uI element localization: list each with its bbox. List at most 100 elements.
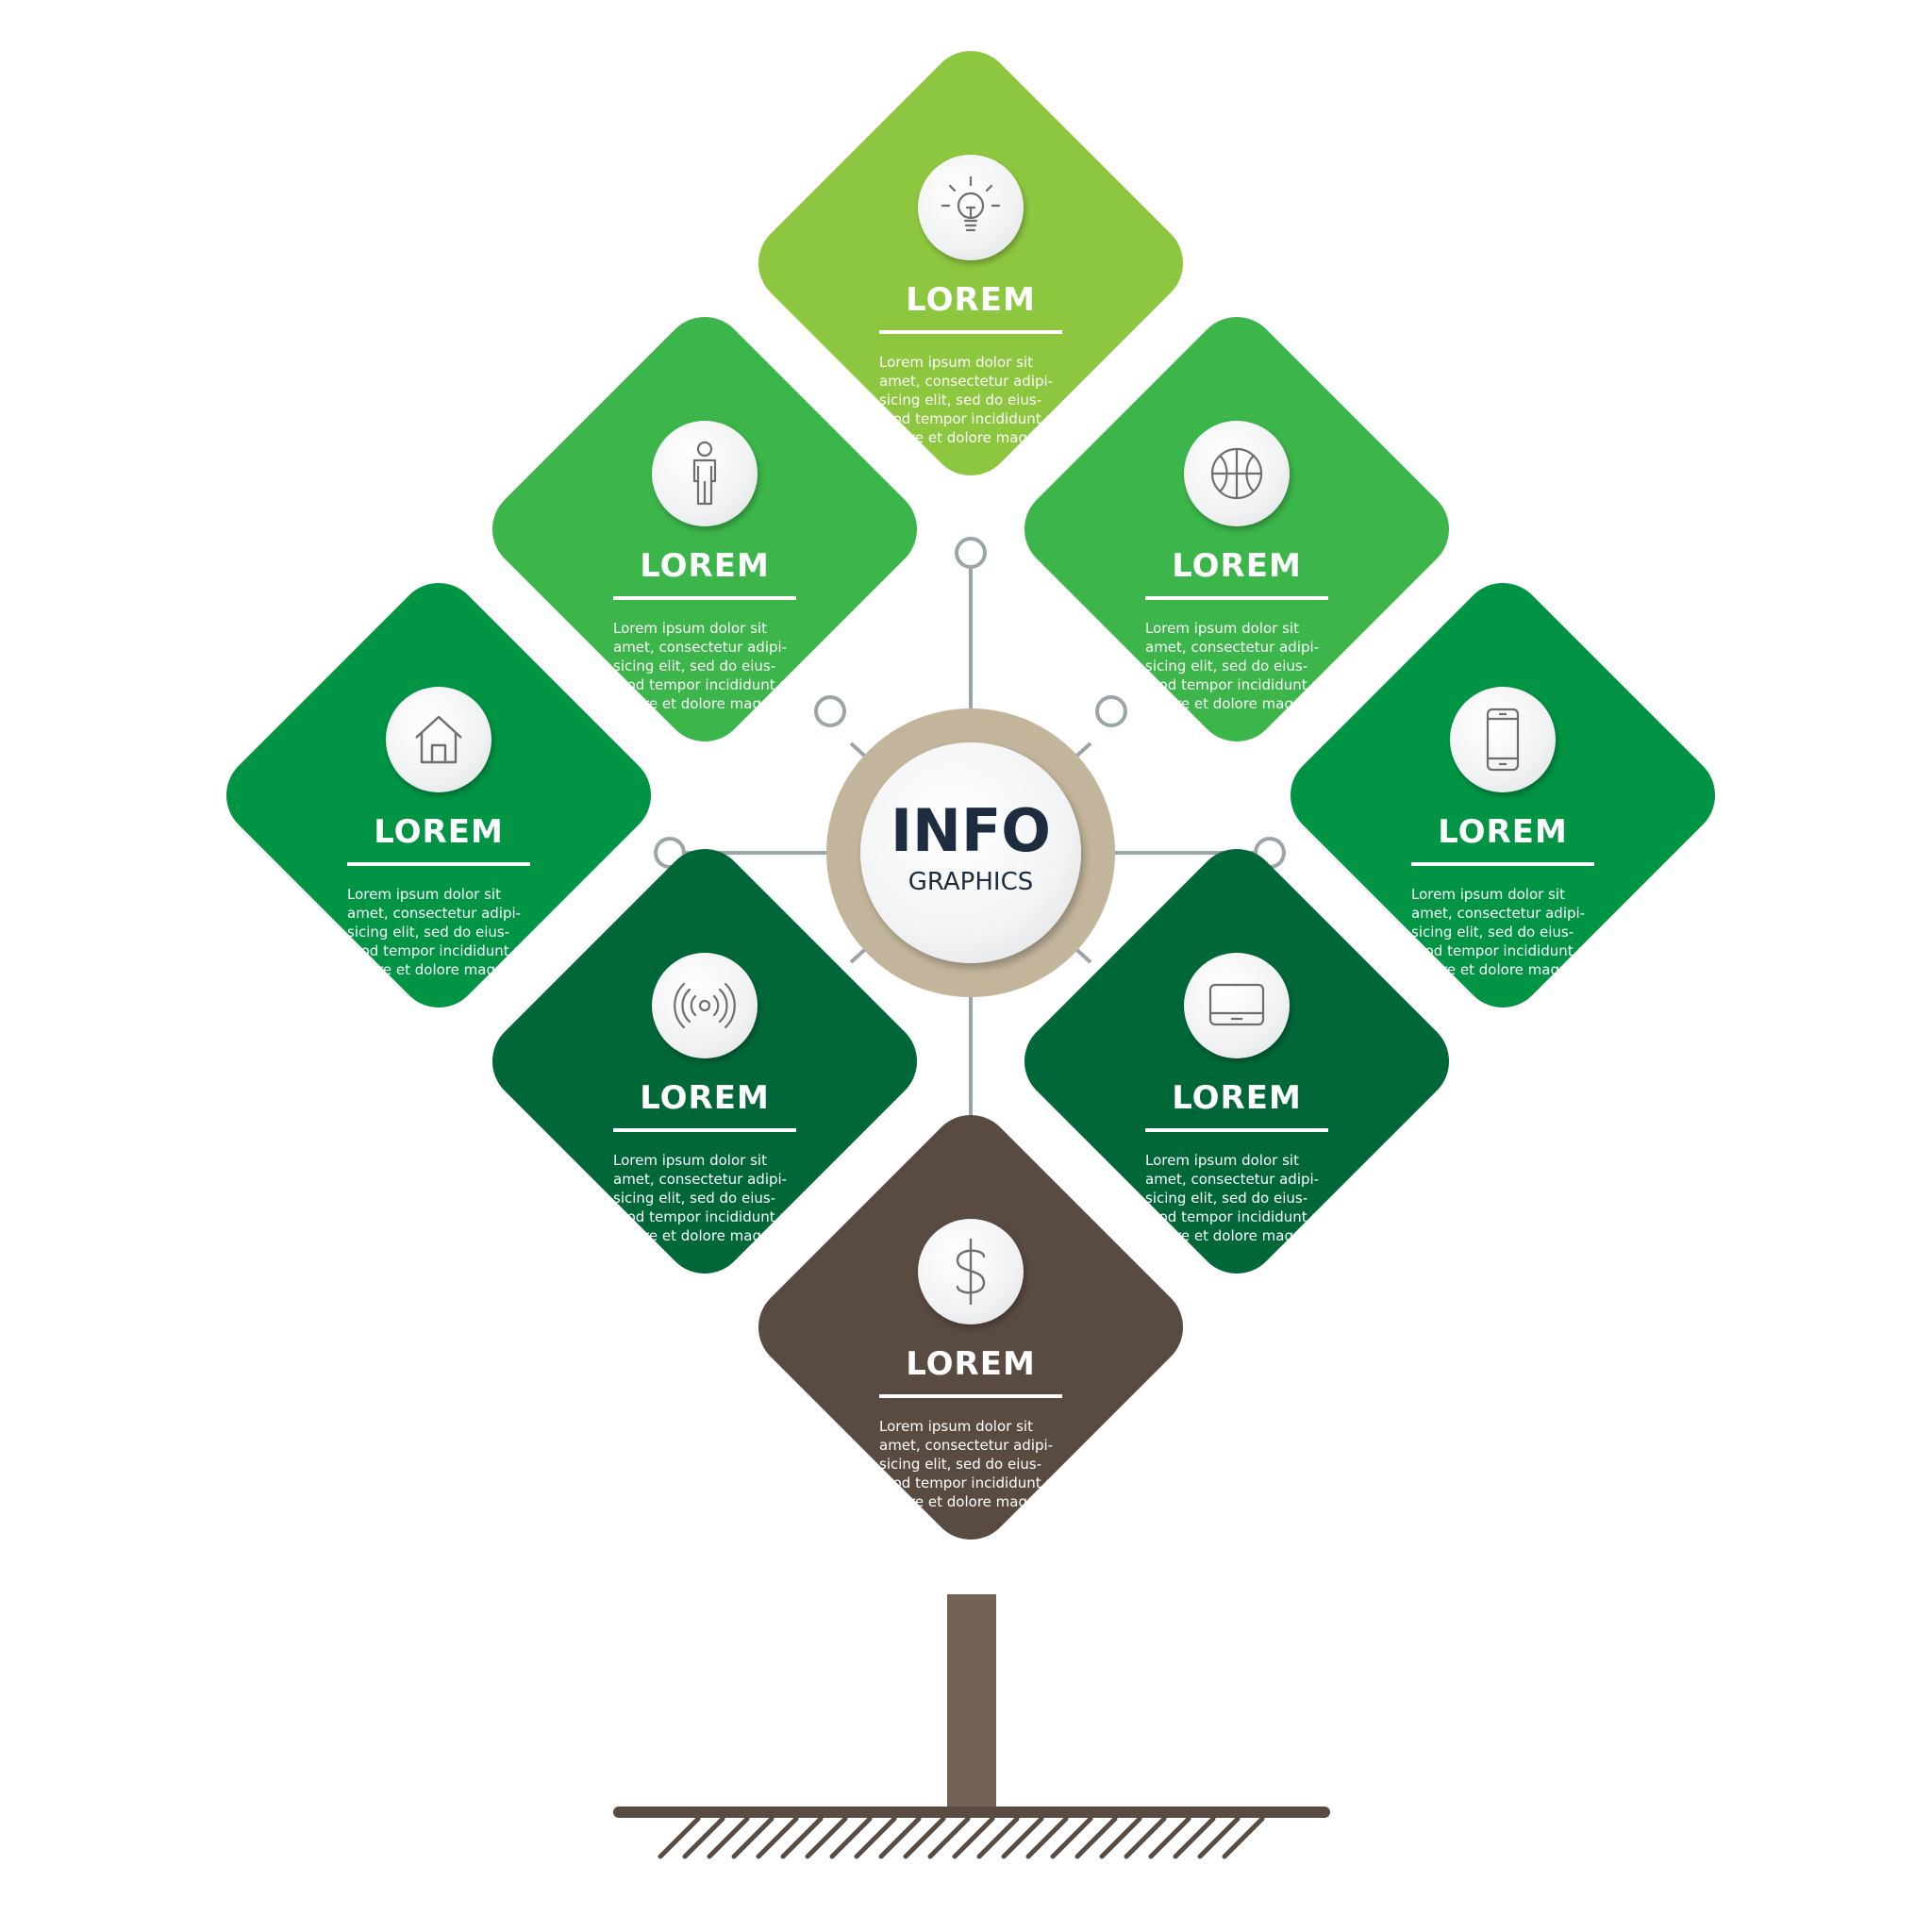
card-text-line: Lorem ipsum dolor sit [1411, 886, 1565, 903]
card-text-line: sicing elit, sed do eius- [1145, 658, 1308, 675]
card-title: LOREM [1438, 813, 1568, 851]
card-text-line: Lorem ipsum dolor sit [613, 620, 767, 637]
card-lower-left: LOREM Lorem ipsum dolor sit amet, consec… [563, 953, 846, 1330]
smartphone-icon [1450, 687, 1556, 792]
card-text-line: sicing elit, sed do eius- [1411, 924, 1574, 941]
card-divider [347, 862, 530, 866]
card-text-line: amet, consectetur adipi- [1411, 905, 1586, 922]
hatch-mark [707, 1816, 750, 1859]
hatch-mark [780, 1816, 824, 1859]
card-text-line: labore et dolore magna [613, 695, 779, 712]
hatch-mark [952, 1816, 995, 1859]
card-upper-right: LOREM Lorem ipsum dolor sit amet, consec… [1095, 421, 1378, 798]
card-text-line: Lorem ipsum dolor sit [347, 886, 501, 903]
card-text-line: sicing elit, sed do eius- [613, 1190, 776, 1207]
card-upper-left: LOREM Lorem ipsum dolor sit amet, consec… [563, 421, 846, 798]
hub-circle [860, 742, 1081, 963]
card-divider [1145, 1128, 1328, 1132]
hatch-mark [658, 1816, 701, 1859]
hatch-mark [1124, 1816, 1167, 1859]
card-divider [879, 1394, 1062, 1398]
hatch-mark [682, 1816, 725, 1859]
card-text-line: labore et dolore magna [1411, 961, 1577, 978]
card-text-line: labore et dolore magna [879, 429, 1045, 446]
hub-subtitle: GRAPHICS [908, 868, 1034, 896]
card-text-line: Lorem ipsum dolor sit [879, 354, 1033, 371]
card-text-line: amet, consectetur adipi- [1145, 1171, 1320, 1188]
card-text-line: sicing elit, sed do eius- [1145, 1190, 1308, 1207]
hatch-mark [1001, 1816, 1044, 1859]
hatch-mark [1025, 1816, 1069, 1859]
card-title: LOREM [906, 281, 1036, 319]
ground-hatching [658, 1816, 1265, 1859]
house-icon [386, 687, 491, 792]
card-text-line: amet, consectetur adipi- [347, 905, 522, 922]
card-text-line: labore et dolore magna [1145, 1227, 1311, 1244]
card-text-line: labore et dolore magna [879, 1493, 1045, 1510]
card-left: LOREM Lorem ipsum dolor sit amet, consec… [297, 687, 580, 1064]
hatch-mark [976, 1816, 1020, 1859]
card-text-line: amet, consectetur adipi- [879, 1437, 1054, 1454]
card-divider [613, 596, 796, 600]
card-title: LOREM [640, 547, 770, 585]
hatch-mark [1050, 1816, 1093, 1859]
card-body: Lorem ipsum dolor sit amet, consectetur … [879, 353, 1062, 447]
laptop-icon [1184, 953, 1290, 1058]
card-body: Lorem ipsum dolor sit amet, consectetur … [1145, 1151, 1328, 1245]
card-text-line: mod tempor incididunt ut [879, 410, 1060, 427]
card-text-line: sicing elit, sed do eius- [879, 391, 1042, 408]
card-text-line: labore et dolore magna [613, 1227, 779, 1244]
hatch-mark [854, 1816, 897, 1859]
card-text-line: Lorem ipsum dolor sit [1145, 620, 1299, 637]
card-title: LOREM [1172, 547, 1302, 585]
tree-trunk [947, 1594, 996, 1809]
card-text-line: amet, consectetur adipi- [879, 373, 1054, 390]
hatch-mark [1197, 1816, 1241, 1859]
card-text-line: mod tempor incididunt ut [879, 1474, 1060, 1491]
hatch-mark [1099, 1816, 1142, 1859]
hatch-mark [878, 1816, 922, 1859]
card-body: Lorem ipsum dolor sit amet, consectetur … [879, 1417, 1062, 1511]
card-top: LOREM Lorem ipsum dolor sit amet, consec… [829, 155, 1112, 532]
card-title: LOREM [1172, 1079, 1302, 1117]
hatch-mark [805, 1816, 848, 1859]
wireless-signal-icon [652, 953, 758, 1058]
card-title: LOREM [374, 813, 504, 851]
card-divider [613, 1128, 796, 1132]
card-body: Lorem ipsum dolor sit amet, consectetur … [1145, 619, 1328, 713]
person-icon [652, 421, 758, 526]
node-top [955, 537, 987, 569]
hatch-mark [1074, 1816, 1118, 1859]
card-text-line: mod tempor incididunt ut [1145, 1208, 1326, 1225]
card-title: LOREM [640, 1079, 770, 1117]
card-text-line: Lorem ipsum dolor sit [879, 1418, 1033, 1435]
card-text-line: mod tempor incididunt ut [613, 676, 794, 693]
hatch-mark [1148, 1816, 1191, 1859]
card-text-line: mod tempor incididunt ut [1411, 942, 1592, 959]
hatch-mark [1222, 1816, 1265, 1859]
card-text-line: sicing elit, sed do eius- [347, 924, 510, 941]
card-right: LOREM Lorem ipsum dolor sit amet, consec… [1361, 687, 1644, 1064]
node-upper-right [1095, 695, 1127, 727]
card-body: Lorem ipsum dolor sit amet, consectetur … [1411, 885, 1594, 979]
hatch-mark [1173, 1816, 1216, 1859]
card-divider [1411, 862, 1594, 866]
node-upper-left [814, 695, 846, 727]
card-body: Lorem ipsum dolor sit amet, consectetur … [613, 619, 796, 713]
lightbulb-icon [918, 155, 1024, 260]
card-text-line: Lorem ipsum dolor sit [613, 1152, 767, 1169]
hub-title: INFO [890, 796, 1051, 865]
card-body: Lorem ipsum dolor sit amet, consectetur … [613, 1151, 796, 1245]
hatch-mark [756, 1816, 799, 1859]
card-divider [1145, 596, 1328, 600]
hatch-mark [731, 1816, 774, 1859]
card-text-line: amet, consectetur adipi- [613, 1171, 788, 1188]
card-text-line: mod tempor incididunt ut [347, 942, 528, 959]
card-text-line: sicing elit, sed do eius- [879, 1456, 1042, 1473]
basketball-icon [1184, 421, 1290, 526]
card-text-line: amet, consectetur adipi- [613, 639, 788, 656]
card-text-line: mod tempor incididunt ut [613, 1208, 794, 1225]
card-text-line: Lorem ipsum dolor sit [1145, 1152, 1299, 1169]
card-text-line: labore et dolore magna [347, 961, 513, 978]
